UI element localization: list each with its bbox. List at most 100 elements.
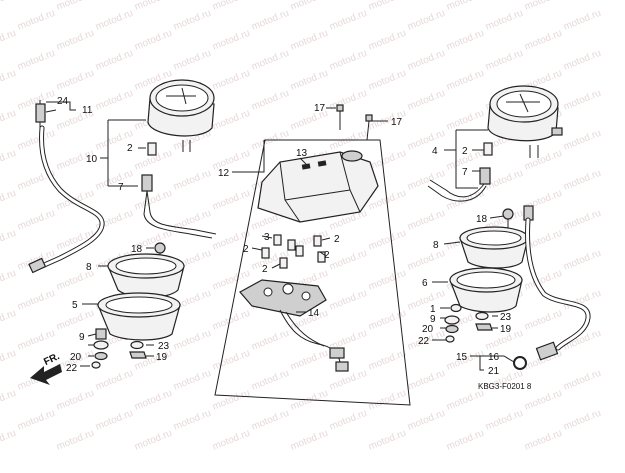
watermark-text: motod.ru <box>289 0 330 13</box>
center-group-frame <box>214 139 411 406</box>
watermark-text: motod.ru <box>328 408 369 433</box>
watermark-text: motod.ru <box>250 88 291 113</box>
callout-6: 6 <box>422 278 428 289</box>
watermark-text: motod.ru <box>16 408 57 433</box>
watermark-text: motod.ru <box>211 108 252 133</box>
callout-21: 21 <box>488 366 500 377</box>
watermark-text: motod.ru <box>406 88 447 113</box>
watermark-text: motod.ru <box>133 428 174 453</box>
watermark-text: motod.ru <box>484 8 525 33</box>
watermark-text: motod.ru <box>445 428 486 453</box>
watermark-text: motod.ru <box>406 8 447 33</box>
watermark-text: motod.ru <box>367 228 408 253</box>
watermark-text: motod.ru <box>406 128 447 153</box>
watermark-text: motod.ru <box>172 48 213 73</box>
right-bulb <box>483 142 493 156</box>
watermark-text: motod.ru <box>133 28 174 53</box>
callout-12: 12 <box>218 168 230 179</box>
callout-18-left: 18 <box>131 244 143 255</box>
callout-17-left: 17 <box>314 103 326 114</box>
left-speedometer-cable <box>28 100 105 274</box>
indicator-panel <box>257 150 379 223</box>
callout-23-right: 23 <box>500 312 512 323</box>
callout-20-left: 20 <box>70 352 82 363</box>
callout-19-right: 19 <box>500 324 512 335</box>
watermark-text: motod.ru <box>289 428 330 453</box>
watermark-text: motod.ru <box>406 48 447 73</box>
watermark-text: motod.ru <box>523 148 564 173</box>
left-bulb <box>147 142 157 156</box>
watermark-text: motod.ru <box>0 28 18 53</box>
watermark-text: motod.ru <box>55 68 96 93</box>
right-bulb-socket <box>427 167 491 202</box>
watermark-text: motod.ru <box>328 48 369 73</box>
watermark-text: motod.ru <box>0 108 18 133</box>
watermark-text: motod.ru <box>211 188 252 213</box>
callout-19-left: 19 <box>156 352 168 363</box>
callout-2-center-b: 2 <box>262 264 268 275</box>
left-speedometer-meter <box>147 79 215 152</box>
watermark-text: motod.ru <box>445 0 486 13</box>
watermark-text: motod.ru <box>484 48 525 73</box>
callout-9-left: 9 <box>79 332 85 343</box>
watermark-text: motod.ru <box>172 408 213 433</box>
watermark-text: motod.ru <box>484 408 525 433</box>
diagram-code: KBG3-F0201 8 <box>478 382 532 391</box>
watermark-text: motod.ru <box>445 28 486 53</box>
callout-2-center-a: 2 <box>243 244 249 255</box>
watermark-text: motod.ru <box>406 288 447 313</box>
watermark-text: motod.ru <box>0 348 18 373</box>
watermark-text: motod.ru <box>523 428 564 453</box>
watermark-text: motod.ru <box>289 28 330 53</box>
watermark-text: motod.ru <box>0 228 18 253</box>
watermark-text: motod.ru <box>562 208 603 233</box>
callout-1: 1 <box>430 304 436 315</box>
watermark-text: motod.ru <box>133 0 174 13</box>
callout-15: 15 <box>456 352 468 363</box>
watermark-text: motod.ru <box>211 348 252 373</box>
watermark-text: motod.ru <box>250 8 291 33</box>
watermark-text: motod.ru <box>94 368 135 393</box>
callout-7-left: 7 <box>118 182 124 193</box>
watermark-text: motod.ru <box>0 68 18 93</box>
right-tachometer-assembly <box>427 85 591 370</box>
watermark-text: motod.ru <box>445 108 486 133</box>
watermark-text: motod.ru <box>0 268 18 293</box>
watermark-text: motod.ru <box>94 48 135 73</box>
callout-2-center-c: 2 <box>334 234 340 245</box>
watermark-text: motod.ru <box>367 148 408 173</box>
watermark-text: motod.ru <box>328 248 369 273</box>
watermark-text: motod.ru <box>406 368 447 393</box>
watermark-text: motod.ru <box>367 68 408 93</box>
watermark-text: motod.ru <box>16 8 57 33</box>
watermark-text: motod.ru <box>328 8 369 33</box>
watermark-text: motod.ru <box>0 0 18 13</box>
watermark-text: motod.ru <box>16 288 57 313</box>
callout-13: 13 <box>296 148 308 159</box>
callout-4: 4 <box>432 146 438 157</box>
watermark-text: motod.ru <box>172 168 213 193</box>
watermark-text: motod.ru <box>16 128 57 153</box>
callout-8-left: 8 <box>86 262 92 273</box>
watermark-text: motod.ru <box>16 328 57 353</box>
center-bolt-left <box>336 104 344 130</box>
callout-2-right: 2 <box>462 146 468 157</box>
callout-10: 10 <box>86 154 98 165</box>
watermark-text: motod.ru <box>367 268 408 293</box>
watermark-text: motod.ru <box>523 0 564 13</box>
watermark-text: motod.ru <box>445 388 486 413</box>
callout-2-left: 2 <box>127 143 133 154</box>
callout-20-right: 20 <box>422 324 434 335</box>
watermark-text: motod.ru <box>211 388 252 413</box>
left-speedometer-assembly <box>28 79 217 369</box>
watermark-text: motod.ru <box>0 148 18 173</box>
watermark-text: motod.ru <box>0 388 18 413</box>
watermark-text: motod.ru <box>94 408 135 433</box>
center-bulbs <box>261 234 326 269</box>
watermark-text: motod.ru <box>133 188 174 213</box>
watermark-text: motod.ru <box>289 68 330 93</box>
callout-24: 24 <box>57 96 69 107</box>
watermark-text: motod.ru <box>289 348 330 373</box>
watermark-text: motod.ru <box>55 388 96 413</box>
watermark-text: motod.ru <box>367 348 408 373</box>
